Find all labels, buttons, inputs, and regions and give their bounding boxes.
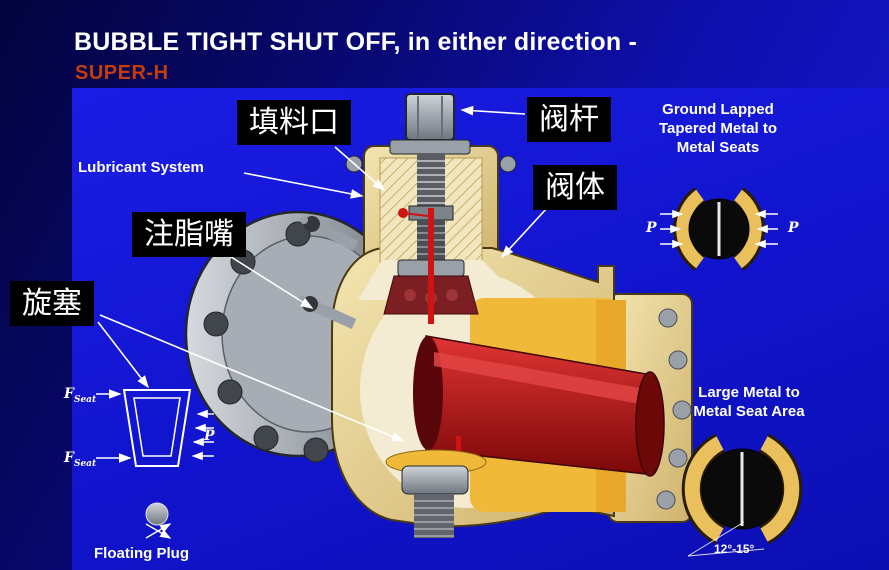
callout-grease-fitting: 注脂嘴	[132, 212, 246, 257]
stem-assembly	[345, 93, 517, 324]
pressure-label-left-diagram: P	[204, 428, 215, 444]
callout-packing-port: 填料口	[237, 100, 351, 145]
force-symbol: F	[64, 386, 74, 402]
force-symbol: F	[64, 450, 74, 466]
plug-force-diagram	[96, 389, 214, 539]
seat-diagram-bottom	[681, 433, 803, 557]
label-large-seat: Large Metal to Metal Seat Area	[664, 383, 834, 421]
plug-passage	[413, 335, 665, 477]
flange-bolts	[656, 308, 692, 510]
label-angle-range: 12°-15°	[714, 542, 755, 556]
label-large-seat-line1: Large Metal to	[698, 384, 800, 401]
seat-diagram-top	[660, 187, 778, 271]
bottom-assembly	[385, 436, 487, 538]
label-ground-lapped-line3: Metal Seats	[676, 139, 760, 157]
force-subscript: Seat	[73, 458, 97, 469]
force-subscript: Seat	[73, 394, 97, 405]
grease-fittings	[298, 216, 359, 330]
label-ground-lapped: Ground Lapped Tapered Metal to Metal Sea…	[628, 100, 808, 157]
label-ground-lapped-line2: Tapered Metal to	[658, 120, 778, 138]
callout-stem: 阀杆	[527, 97, 611, 142]
force-seat-label-top: FSeat	[64, 386, 96, 405]
label-floating-plug: Floating Plug	[94, 545, 189, 562]
callout-body: 阀体	[533, 165, 617, 210]
callout-arrows	[97, 105, 549, 442]
pressure-label-seat-right: P	[788, 220, 799, 236]
label-large-seat-line2: Metal Seat Area	[693, 403, 805, 421]
pressure-label-seat-left: P	[646, 220, 657, 236]
callout-plug: 旋塞	[10, 281, 94, 326]
label-lubricant-system: Lubricant System	[78, 159, 204, 176]
slide-title: BUBBLE TIGHT SHUT OFF, in either directi…	[74, 28, 637, 56]
force-seat-label-bottom: FSeat	[64, 450, 96, 469]
label-ground-lapped-line1: Ground Lapped	[662, 101, 774, 118]
slide-subtitle: SUPER-H	[75, 62, 169, 84]
